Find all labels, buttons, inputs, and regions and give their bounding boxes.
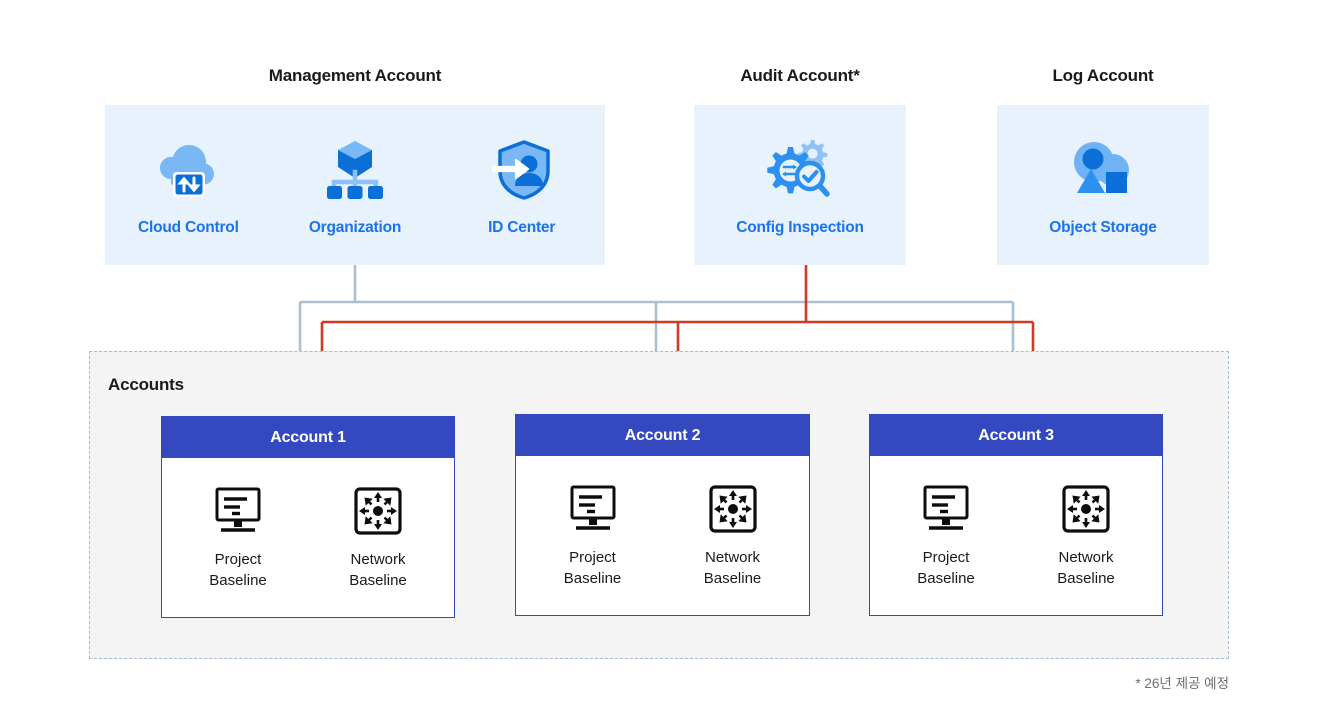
baseline-label-line2: Baseline [349,571,407,589]
baseline-label-line1: Project [922,549,970,566]
baseline-label-line1: Project [214,551,262,568]
baseline-label-line2: Baseline [703,569,762,587]
account-body-3: Project Baseline [870,456,1162,615]
service-organization[interactable]: Organization [272,133,437,237]
service-object-storage[interactable]: Object Storage [1021,133,1186,237]
baseline-network[interactable]: Network Baseline [685,482,781,589]
network-hub-icon [353,484,403,538]
group-title-management-account: Management Account [268,66,442,85]
service-label-object-storage: Object Storage [1049,219,1157,236]
baseline-label-line1: Network [704,549,760,566]
footnote-text: * 26년 제공 예정 [1135,676,1229,691]
id-center-icon [491,133,553,205]
service-id-center[interactable]: ID Center [439,133,604,237]
baseline-label-network: Network Baseline [349,550,407,591]
service-label-cloud-control: Cloud Control [137,219,239,236]
baseline-label-network: Network Baseline [704,548,762,589]
baseline-label-project: Project Baseline [917,548,975,589]
baseline-project[interactable]: Project Baseline [545,482,641,589]
service-label-config-inspection: Config Inspection [736,219,864,236]
monitor-icon [567,482,619,536]
baseline-label-line1: Project [569,549,616,566]
baseline-label-line2: Baseline [917,569,975,587]
account-header-2: Account 2 [516,415,809,456]
service-cloud-control[interactable]: Cloud Control [106,133,271,237]
accounts-section-title: Accounts [108,375,184,394]
account-body-2: Project Baseline [516,456,809,615]
organization-icon [324,133,386,205]
baseline-project[interactable]: Project Baseline [190,484,286,591]
baseline-label-line2: Baseline [1057,569,1115,587]
config-inspection-icon [767,133,833,205]
account-body-1: Project Baseline [162,458,454,617]
group-title-audit-account: Audit Account* [740,66,860,85]
baseline-network[interactable]: Network Baseline [1038,482,1134,589]
service-config-inspection[interactable]: Config Inspection [718,133,883,237]
monitor-icon [212,484,264,538]
account-card-3[interactable]: Account 3 Project Baseline [869,414,1163,616]
service-label-organization: Organization [308,219,402,236]
baseline-label-network: Network Baseline [1057,548,1115,589]
account-header-3: Account 3 [870,415,1162,456]
panel-log-account: Object Storage [997,105,1209,265]
panel-audit-account: Config Inspection [694,105,906,265]
service-label-id-center: ID Center [488,219,556,236]
panel-management-account: Cloud Control Organization [105,105,605,265]
network-hub-icon [708,482,758,536]
baseline-label-line1: Network [350,551,406,568]
baseline-label-line2: Baseline [209,571,267,589]
baseline-label-line2: Baseline [563,569,622,587]
baseline-label-project: Project Baseline [209,550,267,591]
network-hub-icon [1061,482,1111,536]
baseline-label-line1: Network [1058,549,1114,566]
monitor-icon [920,482,972,536]
cloud-control-icon [156,133,220,205]
account-header-1: Account 1 [162,417,454,458]
baseline-project[interactable]: Project Baseline [898,482,994,589]
account-card-1[interactable]: Account 1 Project Baseline [161,416,455,618]
object-storage-icon [1072,133,1134,205]
group-title-log-account: Log Account [1052,66,1154,85]
baseline-network[interactable]: Network Baseline [330,484,426,591]
account-card-2[interactable]: Account 2 Project Baseline [515,414,810,616]
baseline-label-project: Project Baseline [564,548,622,589]
